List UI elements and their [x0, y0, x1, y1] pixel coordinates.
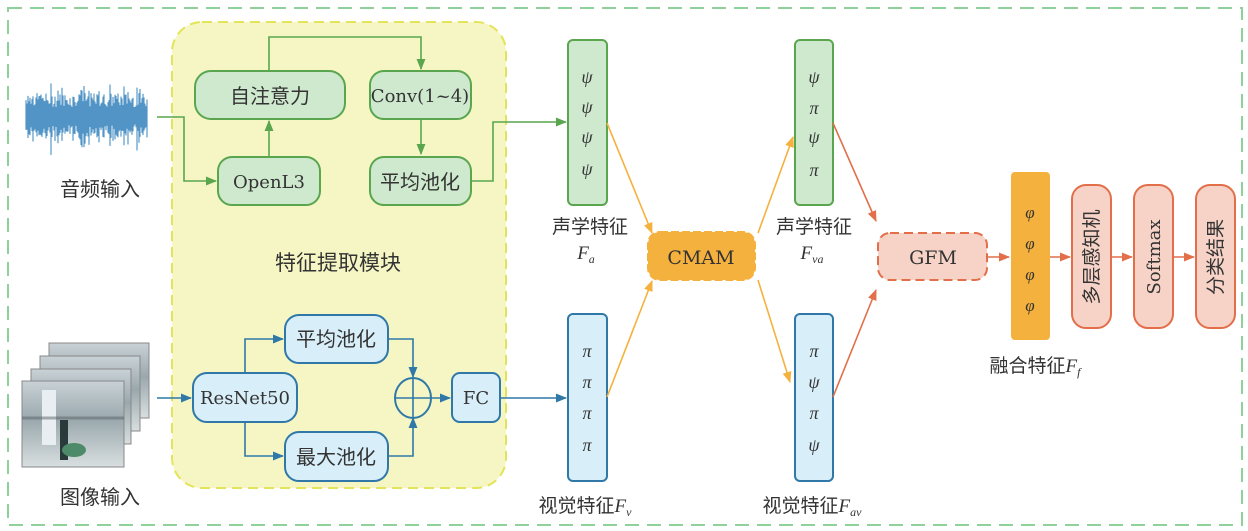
arrow-attention-to-conv — [268, 36, 426, 71]
fva-symbol: Fva — [800, 243, 824, 266]
fa-symbol: Fa — [576, 243, 595, 266]
fva-cell: π — [809, 160, 819, 180]
fva-cell: ψ — [808, 67, 820, 87]
arrow-resnet-to-maxpool — [244, 422, 285, 461]
arrow-cmam-to-fva — [757, 135, 794, 234]
module-title: 特征提取模块 — [275, 251, 401, 275]
mlp-box: 多层感知机 — [1071, 184, 1112, 329]
result-box: 分类结果 — [1195, 184, 1236, 329]
fv-cell: π — [582, 435, 592, 455]
fav-cell: ψ — [808, 372, 820, 392]
ff-cell: φ — [1025, 234, 1034, 253]
fc-box: FC — [451, 372, 501, 423]
fa-cell: ψ — [581, 159, 593, 179]
ff-cell: φ — [1025, 296, 1034, 315]
self-attention-label: 自注意力 — [230, 84, 310, 108]
fv-cell: π — [582, 372, 592, 392]
result-label: 分类结果 — [1205, 219, 1227, 295]
arrow-maxpool-to-sum — [388, 416, 418, 457]
feature-fav: π ψ π ψ — [794, 313, 834, 482]
fav-cell: π — [809, 403, 819, 423]
feature-ff: φ φ φ φ — [1011, 172, 1050, 340]
arrow-fva-to-gfm — [832, 122, 877, 223]
cmam-box: CMAM — [647, 231, 756, 281]
arrow-avgpool-to-fa — [471, 117, 568, 182]
resnet50-box: ResNet50 — [192, 372, 298, 423]
arrow-fv-to-cmam — [606, 279, 653, 398]
image-max-pool-box: 最大池化 — [284, 431, 389, 482]
conv-label: Conv(1~4) — [371, 86, 469, 107]
fv-label: 视觉特征Fv — [539, 495, 633, 519]
elementwise-sum-icon — [394, 377, 432, 419]
arrow-fav-to-gfm — [832, 288, 877, 398]
cmam-label: CMAM — [667, 247, 734, 269]
image-stack-icon — [21, 342, 150, 468]
image-avg-pool-label: 平均池化 — [296, 327, 376, 351]
softmax-box: Softmax — [1133, 184, 1174, 329]
arrow-cmam-to-fav — [757, 279, 792, 384]
ff-cell: φ — [1025, 265, 1034, 284]
fva-cell: π — [809, 98, 819, 118]
fa-cell: ψ — [581, 127, 593, 147]
image-max-pool-label: 最大池化 — [296, 445, 376, 469]
feature-fva: ψ π ψ π — [794, 39, 834, 206]
fva-label: 声学特征 — [776, 216, 852, 238]
ff-cell: φ — [1025, 203, 1034, 222]
gfm-label: GFM — [909, 247, 957, 269]
mlp-label: 多层感知机 — [1081, 209, 1103, 304]
ff-label: 融合特征Ff — [990, 355, 1083, 379]
gfm-box: GFM — [877, 232, 988, 281]
fav-label: 视觉特征Fav — [763, 495, 863, 519]
fva-cell: ψ — [808, 127, 820, 147]
fv-cell: π — [582, 341, 592, 361]
fc-label: FC — [463, 388, 489, 409]
audio-input-label: 音频输入 — [60, 177, 140, 201]
fv-cell: π — [582, 403, 592, 423]
audio-avg-pool-box: 平均池化 — [369, 156, 472, 206]
image-avg-pool-box: 平均池化 — [284, 314, 389, 364]
fa-label: 声学特征 — [552, 216, 628, 238]
audio-avg-pool-label: 平均池化 — [380, 170, 460, 194]
fav-cell: π — [809, 341, 819, 361]
openl3-label: OpenL3 — [233, 172, 305, 193]
arrow-resnet-to-avgpool — [244, 334, 285, 373]
feature-extraction-module — [171, 21, 507, 489]
fa-cell: ψ — [581, 97, 593, 117]
self-attention-box: 自注意力 — [194, 70, 346, 120]
arrow-fa-to-cmam — [606, 122, 653, 235]
outer-border — [7, 7, 1243, 526]
openl3-box: OpenL3 — [217, 156, 321, 206]
audio-waveform-icon — [25, 83, 148, 155]
fa-cell: ψ — [581, 67, 593, 87]
fav-cell: ψ — [808, 435, 820, 455]
softmax-label: Softmax — [1144, 219, 1165, 294]
feature-fa: ψ ψ ψ ψ — [567, 39, 608, 206]
conv-box: Conv(1~4) — [369, 70, 472, 120]
arrow-avgpool-to-sum — [388, 338, 418, 379]
arrow-audio-to-openl3 — [157, 116, 218, 186]
feature-fv: π π π π — [567, 313, 608, 482]
resnet50-label: ResNet50 — [200, 388, 290, 409]
image-input-label: 图像输入 — [60, 485, 140, 509]
